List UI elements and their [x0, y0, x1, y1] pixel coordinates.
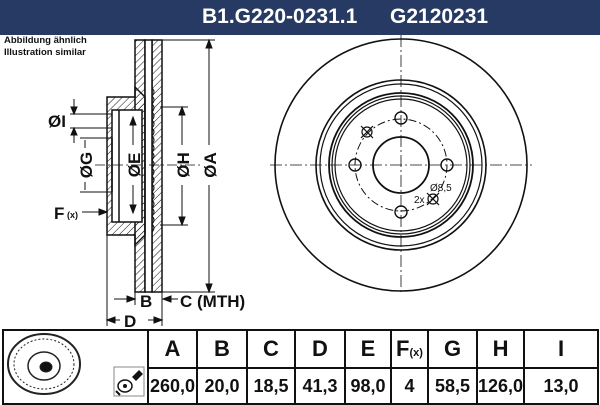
title-bar: B1.G220-0231.1 G2120231 — [0, 0, 600, 35]
front-view — [270, 35, 532, 295]
alt-part-number: G2120231 — [390, 5, 489, 28]
technical-drawing: ØA ØH ØE ØG ØI F (x) B C (MTH) D Ø8, — [48, 35, 532, 330]
header-g: G — [427, 328, 478, 370]
label-f: F — [54, 204, 64, 223]
header-f-suffix: (x) — [409, 347, 423, 360]
header-f: F(x) — [390, 328, 429, 370]
header-i: I — [523, 328, 600, 370]
disc-thumbnail — [7, 333, 145, 397]
note-english: Illustration similar — [4, 47, 86, 58]
value-i: 13,0 — [523, 367, 600, 405]
header-d: D — [294, 328, 346, 370]
label-d: D — [124, 312, 136, 330]
label-dia-i: ØI — [48, 112, 66, 131]
header-a: A — [147, 328, 198, 370]
label-dia-e: ØE — [125, 153, 144, 178]
product-image-cell — [2, 329, 149, 405]
label-dia-g: ØG — [77, 152, 96, 178]
note-german: Abbildung ähnlich — [4, 35, 87, 46]
value-g: 58,5 — [427, 367, 478, 405]
header-e: E — [344, 328, 392, 370]
spec-value-row: 260,0 20,0 18,5 41,3 98,0 4 58,5 126,0 1… — [3, 367, 600, 405]
part-number: B1.G220-0231.1 — [202, 5, 358, 28]
value-f: 4 — [390, 367, 429, 405]
value-c: 18,5 — [246, 367, 296, 405]
header-f-letter: F — [396, 336, 410, 362]
value-b: 20,0 — [196, 367, 248, 405]
value-a: 260,0 — [147, 367, 198, 405]
value-d: 41,3 — [294, 367, 346, 405]
label-dia-a: ØA — [201, 152, 220, 178]
label-f-sub: (x) — [67, 210, 78, 220]
header-b: B — [196, 328, 248, 370]
spec-header-row: A B C D E F(x) G H I — [2, 328, 600, 405]
header-c: C — [246, 328, 296, 370]
cross-section-view — [95, 39, 200, 293]
value-h: 126,0 — [475, 367, 526, 405]
spec-table: A B C D E F(x) G H I 260,0 20,0 18,5 41,… — [2, 328, 600, 405]
hole-count-label: 2x — [414, 195, 425, 206]
hole-diameter-label: Ø8,5 — [430, 183, 452, 194]
illustration-note: Abbildung ähnlich Illustration similar — [4, 35, 87, 59]
brake-disc-icon — [7, 333, 81, 395]
value-e: 98,0 — [344, 367, 392, 405]
spray-can-icon — [113, 366, 145, 397]
header-h: H — [475, 328, 526, 370]
label-b: B — [140, 292, 152, 311]
label-c-mth: C (MTH) — [180, 292, 245, 311]
label-dia-h: ØH — [174, 152, 193, 178]
